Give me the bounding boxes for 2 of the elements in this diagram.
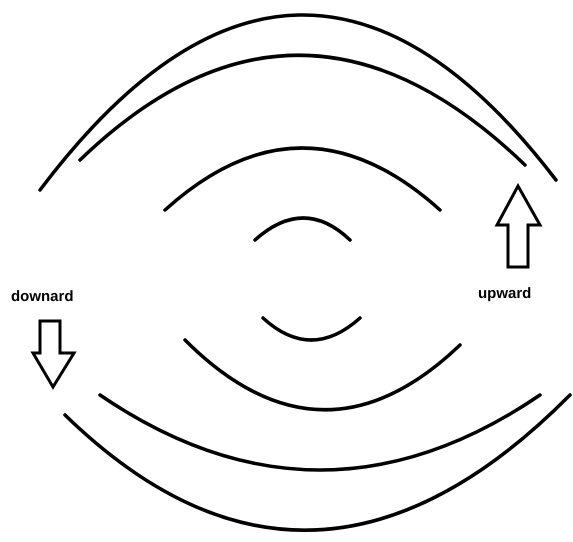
direction-label: downard: [11, 289, 74, 304]
direction-label: upward: [478, 286, 532, 301]
